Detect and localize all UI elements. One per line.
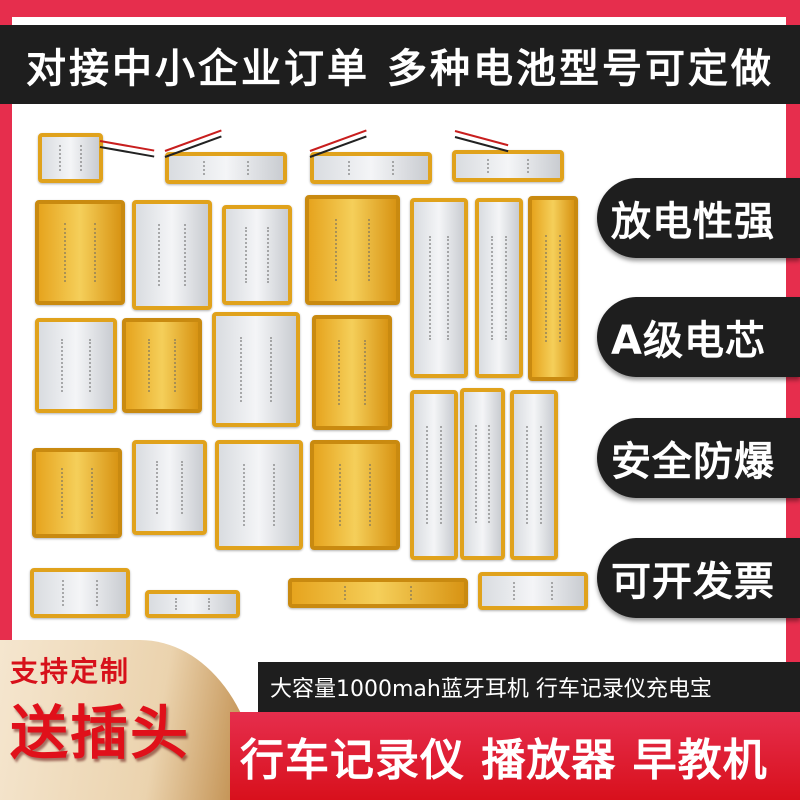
- battery-label: [487, 158, 529, 174]
- battery-label: [512, 582, 554, 600]
- applications-banner: 行车记录仪 播放器 早教机: [230, 712, 800, 800]
- battery-label: [240, 337, 272, 402]
- battery-image: [165, 152, 287, 184]
- battery-image: [222, 205, 292, 305]
- feature-explosion-proof: 安全防爆: [597, 418, 800, 498]
- battery-label: [337, 340, 367, 405]
- battery-image: [35, 200, 125, 305]
- battery-image: [35, 318, 117, 413]
- battery-label: [63, 223, 97, 282]
- battery-label: [147, 339, 177, 392]
- battery-image: [212, 312, 300, 427]
- battery-label: [429, 236, 449, 340]
- battery-image: [528, 196, 578, 381]
- battery-label: [544, 235, 562, 342]
- customize-label: 支持定制: [10, 655, 131, 688]
- battery-image: [310, 440, 400, 550]
- battery-label: [156, 461, 183, 514]
- feature-a-grade-cell: A级电芯: [597, 297, 800, 377]
- battery-label: [60, 468, 94, 518]
- battery-label: [475, 424, 490, 524]
- battery-label: [203, 160, 249, 176]
- feature-invoice: 可开发票: [597, 538, 800, 618]
- battery-image: [510, 390, 558, 560]
- battery-image: [410, 198, 468, 378]
- battery-label: [343, 586, 413, 600]
- battery-image: [38, 133, 103, 183]
- battery-image: [312, 315, 392, 430]
- battery-label: [157, 224, 187, 286]
- battery-label: [426, 426, 442, 524]
- feature-discharge: 放电性强: [597, 178, 800, 258]
- battery-label: [348, 160, 394, 176]
- battery-label: [491, 236, 507, 340]
- battery-image: [452, 150, 564, 182]
- battery-label: [244, 227, 270, 283]
- battery-image: [215, 440, 303, 550]
- capacity-subtitle: 大容量1000mah蓝牙耳机 行车记录仪充电宝: [258, 662, 800, 712]
- free-plug-label: 送插头: [10, 699, 191, 767]
- battery-label: [61, 580, 99, 606]
- battery-label: [59, 145, 82, 171]
- battery-label: [61, 339, 91, 392]
- battery-image: [475, 198, 523, 378]
- battery-image: [460, 388, 505, 560]
- battery-image: [310, 152, 432, 184]
- battery-image: [288, 578, 468, 608]
- top-banner: 对接中小企业订单 多种电池型号可定做: [0, 25, 800, 104]
- battery-label: [335, 219, 370, 281]
- battery-image: [410, 390, 458, 560]
- battery-image: [122, 318, 202, 413]
- battery-label: [526, 426, 542, 524]
- battery-image: [32, 448, 122, 538]
- battery-label: [243, 464, 275, 526]
- battery-image: [132, 440, 207, 535]
- battery-label: [338, 464, 372, 526]
- battery-image: [145, 590, 240, 618]
- battery-image: [478, 572, 588, 610]
- battery-label: [175, 598, 210, 610]
- battery-image: [305, 195, 400, 305]
- battery-image: [30, 568, 130, 618]
- battery-image: [132, 200, 212, 310]
